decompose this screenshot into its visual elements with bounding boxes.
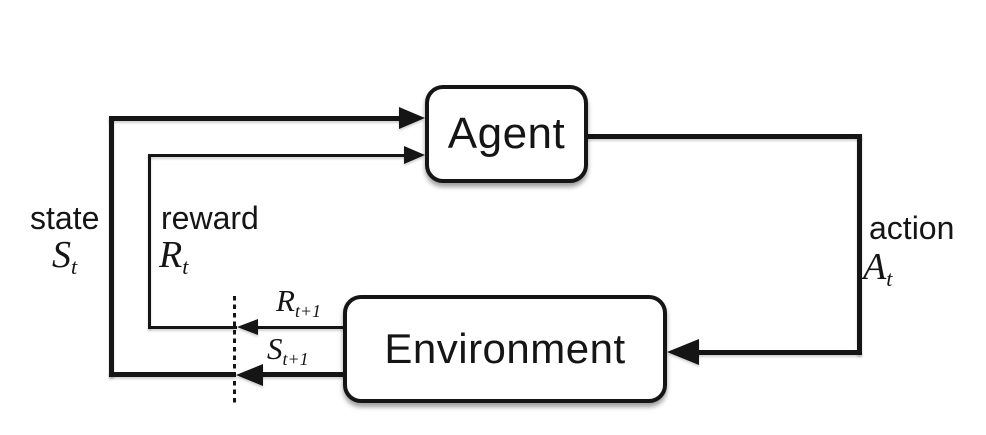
agent-label: Agent — [447, 109, 566, 158]
reward-line-top — [148, 154, 406, 157]
action-symbol: At — [863, 246, 893, 292]
time-step-divider-dashed-line — [233, 296, 236, 406]
environment-label: Environment — [384, 325, 626, 372]
action-line-bottom — [696, 350, 862, 355]
action-line-vertical — [857, 134, 862, 355]
action-line-top — [586, 134, 862, 139]
reward-to-agent-arrowhead — [404, 146, 425, 164]
state-word-label: state — [30, 200, 100, 236]
state-to-agent-arrowhead — [399, 107, 425, 129]
reward-word-label: reward — [161, 200, 259, 236]
state-line-top — [109, 116, 401, 121]
action-to-environment-arrowhead — [667, 339, 699, 365]
reward-line-bottom-right — [255, 326, 347, 329]
reward-line-vertical — [148, 154, 151, 328]
reward-symbol: Rt — [159, 234, 189, 280]
next-state-symbol: St+1 — [267, 331, 309, 369]
action-word-label: action — [869, 210, 955, 246]
environment-box: Environment — [343, 295, 667, 403]
state-line-bottom-left — [109, 372, 236, 377]
state-line-vertical — [109, 116, 114, 377]
reward-line-bottom-left — [148, 326, 237, 329]
state-symbol: St — [52, 234, 78, 280]
next-state-arrowhead — [236, 364, 263, 386]
state-line-bottom-right — [259, 372, 347, 377]
agent-box: Agent — [425, 85, 588, 183]
next-reward-symbol: Rt+1 — [276, 283, 322, 321]
next-reward-arrowhead — [237, 319, 258, 335]
